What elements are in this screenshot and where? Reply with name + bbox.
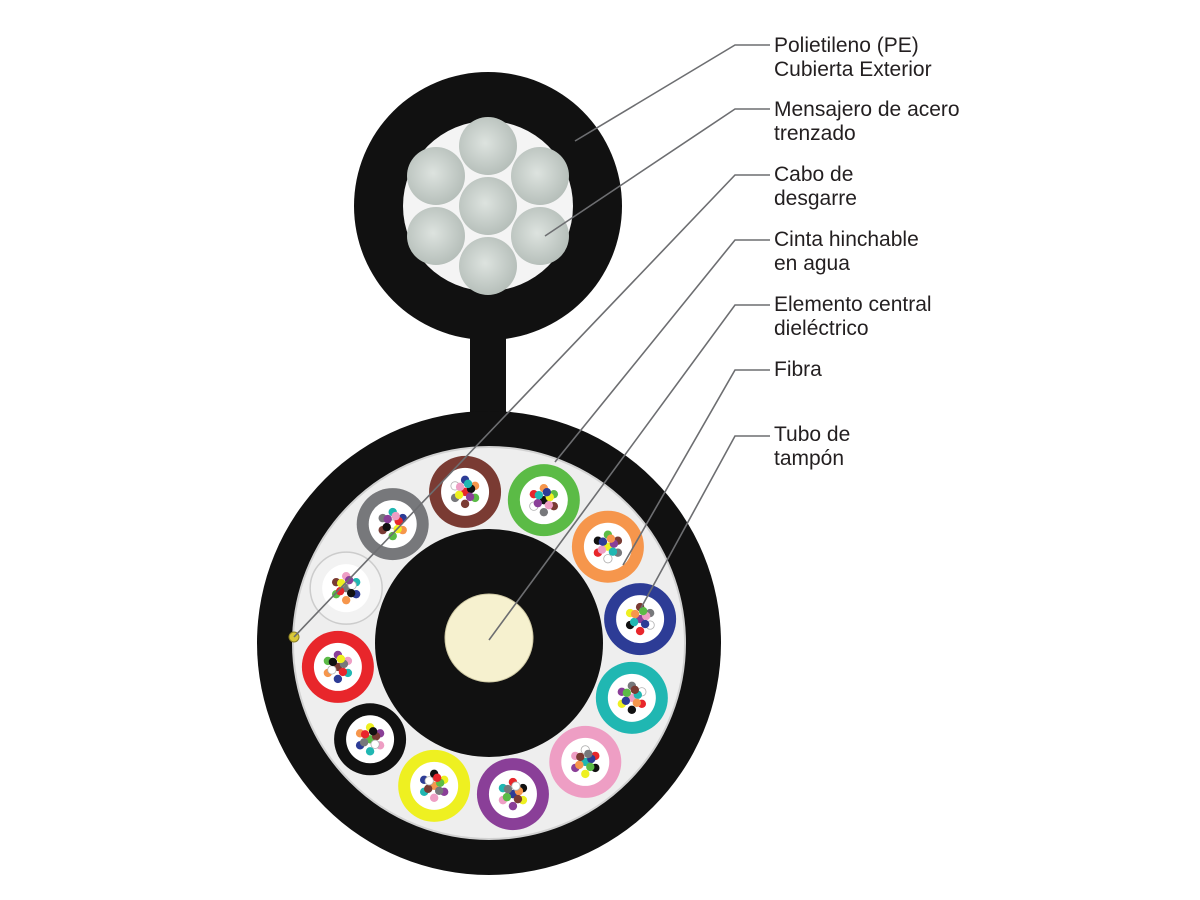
fiber: [383, 514, 392, 524]
fiber: [575, 760, 584, 770]
fiber: [534, 490, 544, 500]
fiber: [455, 482, 465, 492]
fiber: [598, 537, 608, 546]
fiber: [424, 776, 434, 786]
fiber: [502, 792, 512, 802]
buffer-tube-brown: [429, 455, 502, 528]
buffer-tube-rose: [549, 725, 622, 798]
fiber: [327, 665, 337, 675]
fiber: [335, 586, 345, 596]
steel-strand: [459, 117, 517, 175]
buffer-tube-slate: [356, 488, 429, 561]
fiber: [333, 674, 343, 684]
steel-strand: [407, 147, 465, 205]
fiber: [423, 784, 433, 794]
fiber: [328, 657, 338, 667]
label-steel-messenger: Mensajero de acero trenzado: [774, 98, 965, 145]
fiber: [338, 667, 348, 677]
label-fiber: Fibra: [774, 358, 822, 381]
buffer-tubes: [301, 455, 677, 831]
fiber: [622, 688, 632, 698]
fiber: [463, 479, 473, 489]
fiber: [584, 749, 593, 759]
fiber: [508, 801, 518, 811]
fiber: [544, 500, 554, 510]
buffer-tube-black: [334, 703, 407, 776]
label-water-swellable-tape: Cinta hinchable en agua: [774, 228, 925, 275]
steel-strands: [407, 117, 569, 295]
leader-line: [622, 369, 770, 566]
fiber: [539, 507, 549, 517]
fiber: [627, 705, 637, 715]
fiber: [640, 619, 650, 629]
fiber: [370, 739, 380, 749]
buffer-tube-blue: [604, 583, 677, 656]
buffer-tube-orange: [571, 510, 644, 583]
fiber: [638, 606, 648, 616]
cable-section: [257, 411, 721, 875]
fiber: [635, 626, 645, 636]
fiber: [542, 487, 552, 497]
fiber: [434, 786, 444, 796]
fiber: [513, 794, 523, 804]
steel-strand: [459, 237, 517, 295]
fiber: [581, 769, 590, 779]
fiber: [432, 773, 442, 783]
fiber: [503, 784, 513, 794]
fiber: [465, 492, 475, 502]
fiber: [460, 499, 470, 509]
fiber: [388, 531, 397, 541]
fiber: [341, 595, 351, 605]
fiber: [336, 654, 346, 664]
buffer-tube-green: [507, 464, 580, 537]
fiber: [454, 490, 464, 500]
buffer-tube-yellow: [398, 749, 471, 822]
fiber: [368, 727, 378, 736]
fiber: [630, 609, 640, 619]
fiber: [606, 534, 616, 543]
steel-strand: [511, 147, 569, 205]
label-pe-jacket: Polietileno (PE) Cubierta Exterior: [774, 34, 932, 81]
leader-line: [544, 108, 770, 237]
fiber: [576, 752, 585, 762]
messenger-section: [354, 72, 622, 340]
fiber: [391, 511, 400, 521]
fiber: [346, 588, 356, 598]
fiber: [608, 547, 618, 556]
fiber: [533, 498, 543, 508]
buffer-tube-aqua: [595, 661, 668, 734]
buffer-tube-violet: [476, 758, 549, 831]
buffer-tube-red: [301, 630, 374, 703]
leader-line: [554, 239, 770, 463]
leader-line: [574, 44, 770, 142]
label-central-strength-member: Elemento central dieléctrico: [774, 293, 937, 340]
fiber: [511, 781, 521, 791]
fiber: [597, 545, 607, 554]
fiber: [629, 617, 639, 627]
steel-strand: [459, 177, 517, 235]
fiber: [603, 554, 613, 564]
fiber: [429, 793, 439, 803]
label-buffer-tube: Tubo de tampón: [774, 423, 856, 470]
fiber: [336, 578, 346, 588]
label-ripcord: Cabo de desgarre: [774, 163, 859, 210]
fiber: [365, 747, 375, 756]
callout-labels: Polietileno (PE) Cubierta Exterior Mensa…: [774, 34, 965, 470]
fiber: [382, 522, 391, 532]
fiber: [360, 730, 370, 739]
leader-line: [293, 174, 770, 638]
leader-line: [488, 304, 770, 641]
fiber: [621, 696, 631, 706]
steel-strand: [407, 207, 465, 265]
fiber: [632, 698, 642, 708]
fiber: [630, 685, 640, 695]
fiber: [359, 738, 369, 747]
buffer-tube-white: [309, 551, 383, 625]
leader-lines: [293, 44, 770, 641]
leader-line: [640, 435, 770, 609]
fiber: [586, 762, 595, 772]
steel-strand: [511, 207, 569, 265]
central-strength-member: [444, 593, 534, 683]
